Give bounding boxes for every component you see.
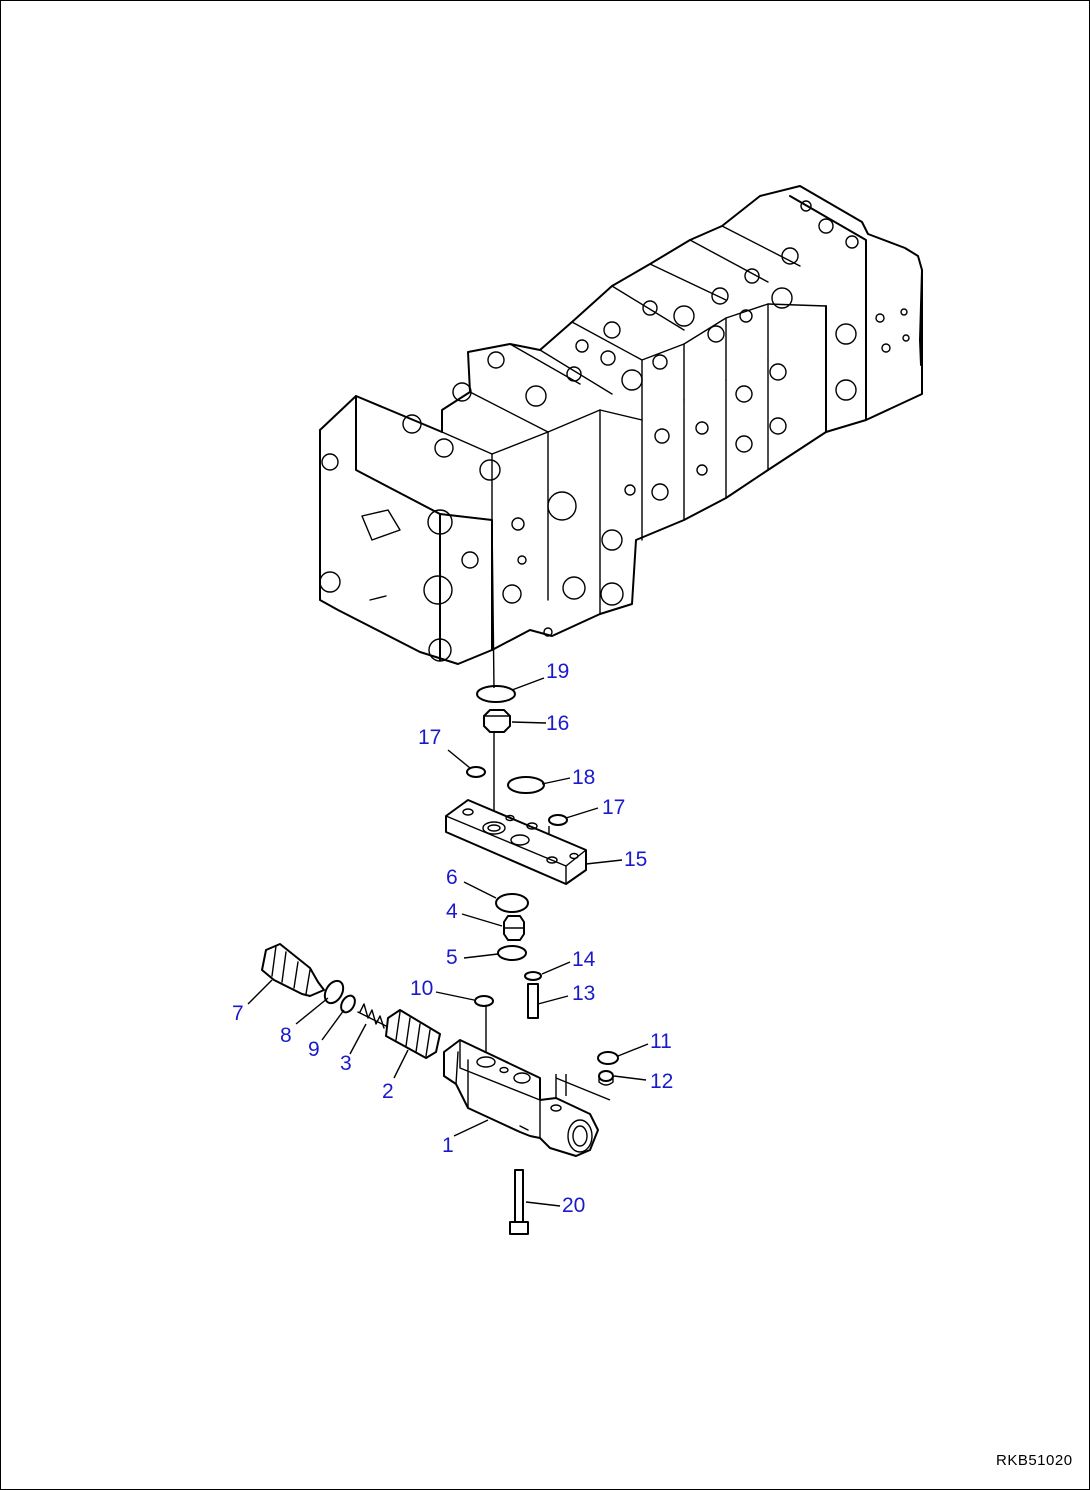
callout-12: 12 [650,1070,673,1093]
part-1-valve-body [443,1039,611,1157]
callout-15: 15 [624,848,647,871]
part-4-seat [503,915,525,941]
part-8-o-ring [323,979,345,1005]
control-valve-assembly [319,185,923,665]
part-11-o-ring [597,1051,619,1065]
part-15-plate [445,799,587,885]
callout-1: 1 [442,1134,454,1157]
part-3-spring [357,1003,387,1029]
part-16-plug [483,709,511,733]
callout-8: 8 [280,1024,292,1047]
callout-leaders [247,677,649,1207]
callout-20: 20 [562,1194,585,1217]
part-6-o-ring [495,893,529,913]
callout-10: 10 [410,977,433,1000]
part-17-o-ring-left [466,766,486,778]
callout-13: 13 [572,982,595,1005]
part-12-ring [598,1070,614,1086]
callout-4: 4 [446,900,458,923]
callout-17-left: 17 [418,726,441,749]
callout-14: 14 [572,948,596,971]
callout-9: 9 [308,1038,320,1061]
callout-18: 18 [572,766,595,789]
callout-19: 19 [546,660,569,683]
part-18-o-ring [507,776,545,794]
part-19-o-ring [476,685,516,703]
callout-7: 7 [232,1002,244,1025]
part-10-o-ring [474,995,494,1007]
callout-5: 5 [446,946,458,969]
callout-16: 16 [546,712,569,735]
callout-6: 6 [446,866,458,889]
part-20-bolt [509,1169,529,1235]
part-7-plug [261,943,325,997]
callout-11: 11 [650,1030,672,1053]
callout-17-right: 17 [602,796,625,819]
callout-3: 3 [340,1052,352,1075]
part-5-o-ring [497,945,527,961]
drawing-number: RKB51020 [996,1452,1073,1469]
part-2-spool [385,1009,441,1059]
part-14-o-ring [524,971,542,981]
part-17-o-ring-right [548,814,568,826]
callout-2: 2 [382,1080,394,1103]
part-13-pin [527,983,539,1019]
